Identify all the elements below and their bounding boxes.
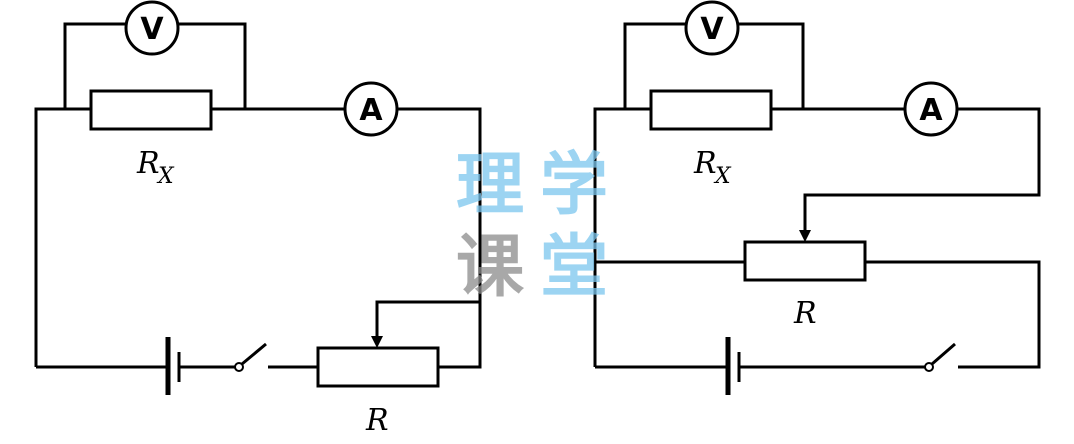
- right-circuit: V R X A R: [593, 0, 1041, 395]
- left-ammeter-symbol: A: [359, 93, 383, 128]
- watermark-char-4: 堂: [540, 227, 608, 307]
- right-voltmeter-branch: [623, 22, 686, 109]
- left-rheostat: [316, 346, 440, 388]
- left-battery: [165, 337, 181, 395]
- left-wire-right: [397, 107, 482, 369]
- right-resistor-rx-subscript: X: [713, 164, 732, 189]
- left-ammeter: A: [343, 81, 399, 137]
- watermark-char-3: 课: [456, 227, 525, 307]
- left-resistor-rx-subscript: X: [156, 164, 175, 189]
- left-resistor-rx-label: R: [136, 146, 160, 181]
- right-rheostat-label: R: [793, 296, 817, 331]
- left-circuit: V R X A R: [34, 0, 482, 438]
- left-voltmeter-branch: [63, 22, 126, 109]
- left-slider-wire: [375, 300, 480, 340]
- right-wire-ammeter-right: [803, 107, 1041, 233]
- left-voltmeter: V: [124, 0, 180, 56]
- watermark: 理 学 课 堂: [456, 145, 608, 307]
- left-rheostat-label: R: [365, 403, 389, 438]
- right-voltmeter-symbol: V: [700, 12, 724, 47]
- watermark-char-2: 学: [540, 145, 608, 225]
- left-switch: [234, 342, 267, 372]
- right-switch: [924, 342, 956, 372]
- right-voltmeter: V: [684, 0, 740, 56]
- right-ammeter-symbol: A: [919, 93, 943, 128]
- right-battery: [725, 337, 741, 395]
- right-ammeter: A: [903, 81, 959, 137]
- right-wire-rheostat-right: [865, 260, 1041, 369]
- right-slider-arrow: [799, 230, 811, 242]
- left-slider-arrow: [371, 336, 383, 348]
- left-wire-top-left: [34, 107, 91, 367]
- watermark-char-1: 理: [456, 145, 524, 225]
- right-wire-top-left: [593, 107, 651, 367]
- left-voltmeter-branch-right: [178, 22, 247, 109]
- left-resistor-rx: [89, 89, 213, 131]
- left-voltmeter-symbol: V: [140, 12, 164, 47]
- right-resistor-rx: [649, 89, 773, 131]
- right-voltmeter-branch-right: [738, 22, 805, 109]
- right-resistor-rx-label: R: [693, 146, 717, 181]
- right-rheostat: [743, 240, 867, 282]
